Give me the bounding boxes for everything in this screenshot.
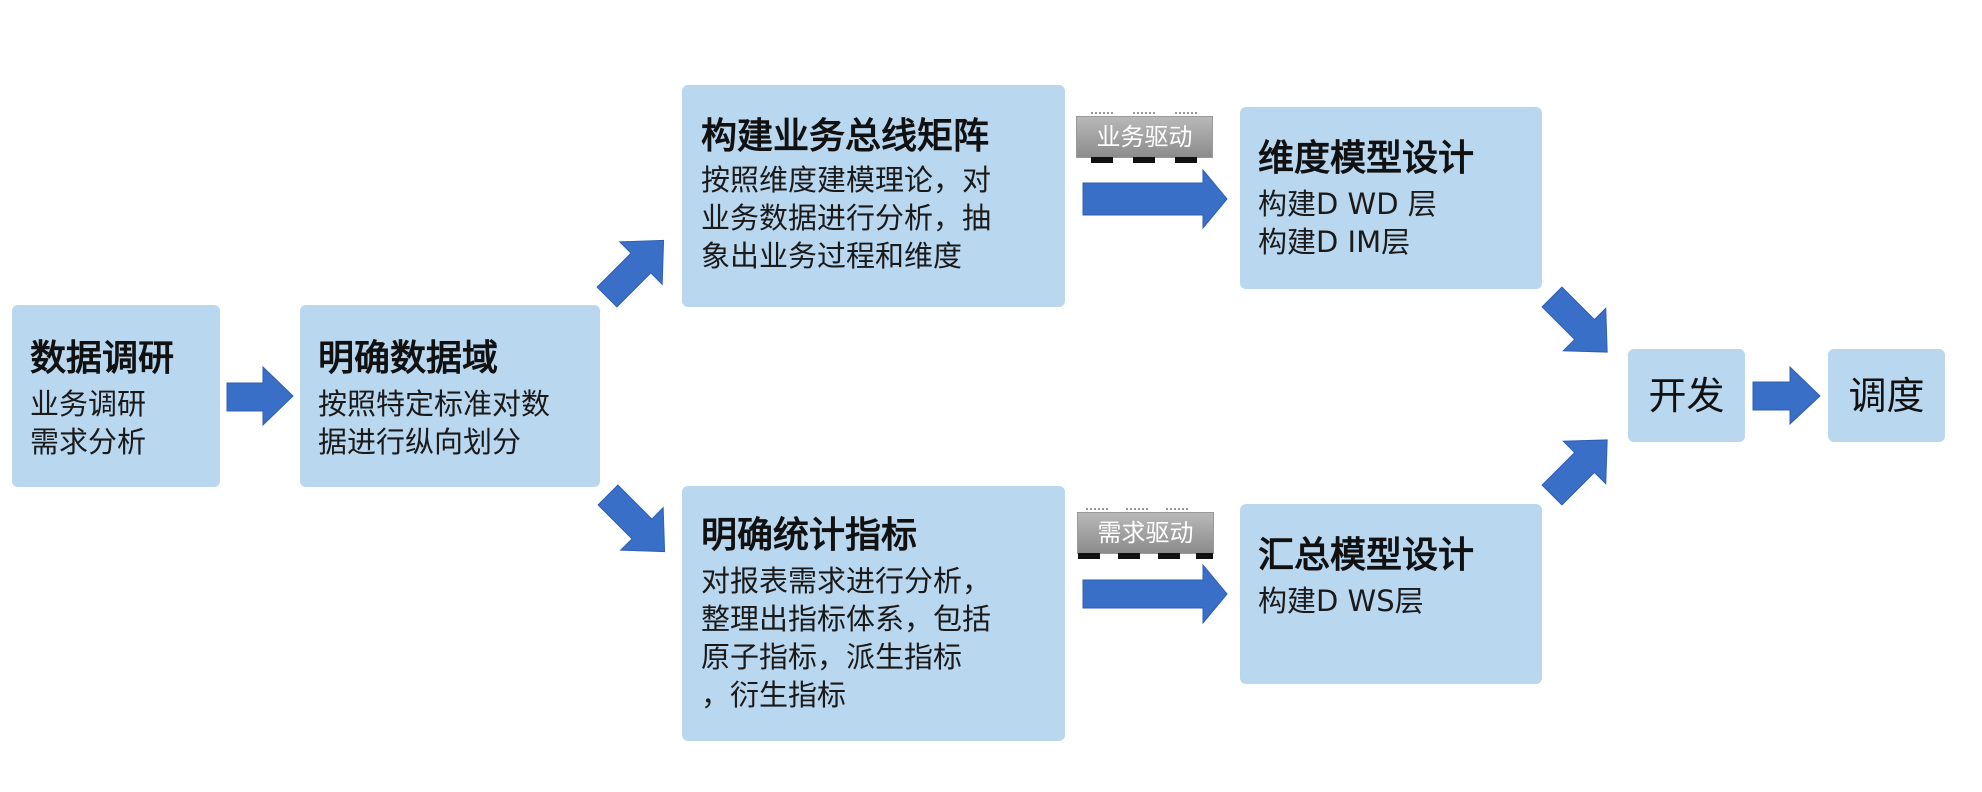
- node-schedule: 调度: [1828, 349, 1945, 442]
- arrow-develop-to-schedule: [1752, 365, 1821, 426]
- arrow-dim-model-to-develop: [1541, 286, 1608, 353]
- node-aggregate-model-design: 汇总模型设计 构建D WS层: [1240, 504, 1542, 684]
- node-line: 整理出指标体系，包括: [701, 602, 992, 636]
- node-line: ，衍生指标: [701, 678, 847, 712]
- node-title: 开发: [1648, 373, 1725, 418]
- node-title: 维度模型设计: [1258, 138, 1475, 179]
- node-line: 需求分析: [30, 425, 147, 459]
- arrow-bus-matrix-to-dim-model: [1082, 168, 1228, 230]
- node-line: 构建D WS层: [1258, 584, 1424, 618]
- badge-business-driven: 业务驱动: [1077, 112, 1212, 163]
- node-title: 汇总模型设计: [1258, 535, 1475, 576]
- badge-tabs: [1078, 553, 1213, 559]
- node-title: 调度: [1848, 373, 1925, 418]
- node-bus-matrix: 构建业务总线矩阵 按照维度建模理论，对 业务数据进行分析，抽 象出业务过程和维度: [682, 85, 1065, 307]
- node-title: 构建业务总线矩阵: [701, 116, 990, 157]
- arrow-metrics-to-agg-model: [1082, 563, 1228, 625]
- node-title: 数据调研: [30, 338, 175, 379]
- node-develop: 开发: [1628, 349, 1745, 442]
- node-title: 明确统计指标: [701, 515, 918, 556]
- arrow-research-to-domain: [226, 365, 294, 427]
- node-line: 原子指标，派生指标: [701, 640, 963, 674]
- badge-demand-driven: 需求驱动: [1078, 508, 1213, 559]
- node-line: 业务数据进行分析，抽: [701, 201, 992, 235]
- node-data-research: 数据调研 业务调研 需求分析: [12, 305, 220, 487]
- node-line: 构建D WD 层: [1258, 187, 1437, 221]
- badge-label: 需求驱动: [1097, 519, 1194, 547]
- node-dimension-model-design: 维度模型设计 构建D WD 层 构建D IM层: [1240, 107, 1542, 289]
- node-line: 象出业务过程和维度: [701, 239, 963, 273]
- node-line: 按照维度建模理论，对: [701, 163, 992, 197]
- node-line: 据进行纵向划分: [318, 425, 522, 459]
- node-title: 明确数据域: [318, 338, 499, 379]
- arrow-domain-to-metrics: [597, 484, 666, 553]
- node-line: 对报表需求进行分析，: [701, 564, 992, 598]
- arrow-agg-model-to-develop: [1541, 439, 1608, 506]
- node-define-data-domain: 明确数据域 按照特定标准对数 据进行纵向划分: [300, 305, 600, 487]
- node-line: 按照特定标准对数: [318, 387, 551, 421]
- node-define-metrics: 明确统计指标 对报表需求进行分析， 整理出指标体系，包括 原子指标，派生指标 ，…: [682, 486, 1065, 741]
- badge-label: 业务驱动: [1096, 123, 1193, 151]
- node-line: 构建D IM层: [1258, 225, 1411, 259]
- node-line: 业务调研: [30, 387, 147, 421]
- badge-tabs: [1077, 157, 1212, 163]
- arrow-domain-to-bus-matrix: [596, 239, 665, 308]
